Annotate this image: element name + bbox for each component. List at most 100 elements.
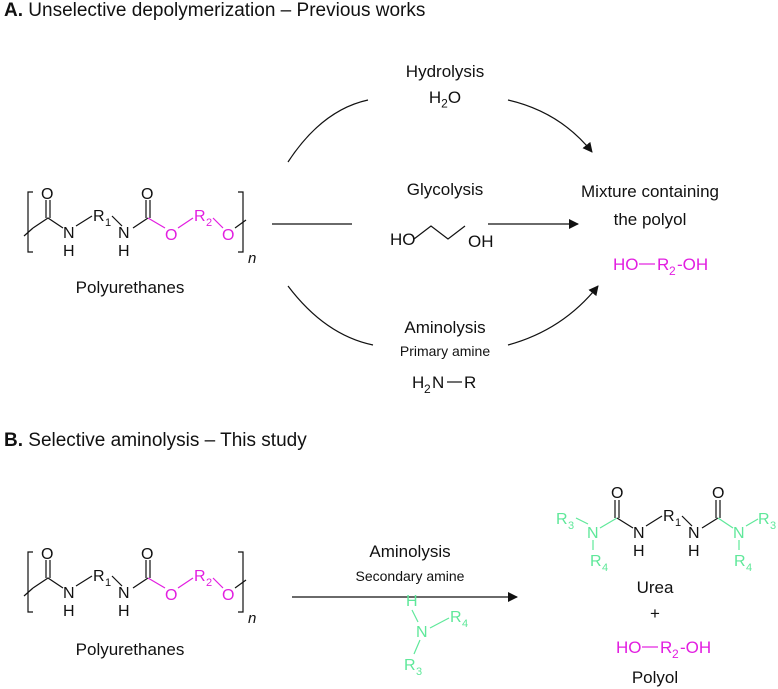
svg-text:H: H [63, 603, 75, 620]
section-b-heading: B. Selective aminolysis – This study [4, 430, 307, 452]
hydrolysis-reagent-o: O [447, 88, 462, 107]
svg-text:HO: HO [613, 255, 639, 274]
plus-label: + [650, 604, 660, 623]
hydrolysis-reagent-h: H [428, 88, 442, 107]
svg-text:R: R [404, 657, 416, 674]
polyurethane-structure-a: O N H R 1 N H O O R 2 O n [23, 186, 256, 267]
hydrolysis-reagent-sub: 2 [441, 96, 448, 111]
polyurethanes-label-a: Polyurethanes [75, 278, 185, 297]
svg-text:4: 4 [462, 618, 468, 630]
primary-amine-label: Primary amine [399, 343, 491, 359]
svg-text:4: 4 [746, 562, 752, 574]
secondary-amine-structure: H N R 4 R 3 [404, 593, 468, 678]
section-b-letter: B. [4, 430, 23, 451]
svg-text:H: H [412, 373, 424, 392]
svg-text:-OH: -OH [677, 255, 708, 274]
glycolysis-label: Glycolysis [406, 180, 484, 199]
svg-text:N: N [587, 525, 599, 542]
svg-text:R: R [194, 568, 206, 585]
svg-text:n: n [248, 250, 256, 267]
section-a-heading: A. Unselective depolymerization – Previo… [4, 0, 425, 22]
svg-text:R: R [93, 568, 105, 585]
svg-text:O: O [165, 587, 177, 604]
svg-text:N: N [63, 585, 75, 602]
svg-text:2: 2 [206, 217, 212, 229]
aminolysis-label: Aminolysis [404, 318, 486, 337]
svg-text:R: R [758, 511, 770, 528]
svg-text:O: O [222, 587, 234, 604]
svg-text:O: O [141, 186, 153, 203]
section-a-letter: A. [4, 0, 23, 21]
svg-text:R: R [556, 511, 568, 528]
svg-text:OH: OH [468, 232, 494, 251]
svg-text:2: 2 [424, 382, 431, 396]
svg-text:R: R [663, 508, 675, 525]
svg-text:2: 2 [669, 264, 676, 278]
svg-text:R: R [734, 553, 746, 570]
svg-text:O: O [712, 485, 724, 502]
primary-amine-structure: H 2 N R [412, 373, 476, 396]
section-a-title: Unselective depolymerization – Previous … [28, 0, 426, 21]
urea-label: Urea [636, 578, 674, 597]
ethylene-glycol-structure: HO OH [390, 225, 494, 251]
svg-text:HO: HO [390, 230, 416, 249]
svg-text:O: O [611, 485, 623, 502]
polyurethanes-label-b: Polyurethanes [75, 640, 185, 659]
hydrolysis-arc-arrow [507, 99, 593, 153]
svg-text:3: 3 [770, 520, 776, 532]
polyol-label: Polyol [631, 668, 679, 687]
svg-text:O: O [41, 546, 53, 563]
hydrolysis-arc-left [287, 99, 369, 163]
svg-text:R: R [450, 609, 462, 626]
svg-text:H: H [118, 243, 130, 260]
svg-text:O: O [165, 227, 177, 244]
aminolysis-arc-left [287, 285, 374, 346]
svg-text:R: R [660, 638, 672, 657]
svg-text:R: R [194, 208, 206, 225]
polyurethane-structure-b: O N H R 1 N H O O R 2 O n [23, 546, 256, 627]
svg-text:O: O [141, 546, 153, 563]
svg-text:H: H [406, 593, 418, 610]
aminolysis-arc-arrow [507, 285, 599, 346]
svg-text:R: R [93, 208, 105, 225]
urea-structure: R 3 N R 4 O N H R 1 N H O N R 3 R 4 [556, 485, 776, 574]
product-mixture-line2: the polyol [613, 210, 687, 229]
svg-text:N: N [688, 525, 700, 542]
svg-text:N: N [416, 624, 428, 641]
svg-text:H: H [63, 243, 75, 260]
svg-text:R: R [590, 553, 602, 570]
svg-text:N: N [633, 525, 645, 542]
svg-text:1: 1 [105, 217, 111, 229]
hydrolysis-label: Hydrolysis [405, 62, 485, 81]
svg-text:H: H [633, 543, 645, 560]
polyol-formula-b: HO R 2 -OH [616, 638, 711, 661]
svg-text:N: N [118, 225, 130, 242]
hydrolysis-reagent: H2O [415, 88, 475, 110]
svg-text:H: H [118, 603, 130, 620]
svg-text:n: n [248, 610, 256, 627]
svg-text:O: O [222, 227, 234, 244]
svg-text:HO: HO [616, 638, 642, 657]
svg-text:N: N [432, 373, 444, 392]
svg-text:2: 2 [672, 647, 679, 661]
svg-text:2: 2 [206, 577, 212, 589]
svg-text:R: R [464, 373, 476, 392]
svg-text:O: O [41, 186, 53, 203]
svg-text:R: R [657, 255, 669, 274]
secondary-amine-label: Secondary amine [355, 568, 465, 584]
svg-text:1: 1 [675, 517, 681, 529]
product-mixture-line1: Mixture containing [581, 182, 719, 201]
svg-text:N: N [63, 225, 75, 242]
section-b-title: Selective aminolysis – This study [28, 430, 307, 451]
svg-text:1: 1 [105, 577, 111, 589]
svg-text:3: 3 [568, 520, 574, 532]
svg-text:4: 4 [602, 562, 608, 574]
svg-text:N: N [118, 585, 130, 602]
polyol-formula-a: HO R 2 -OH [613, 255, 708, 278]
svg-text:3: 3 [416, 666, 422, 678]
svg-text:-OH: -OH [680, 638, 711, 657]
svg-text:N: N [733, 525, 745, 542]
svg-text:H: H [688, 543, 700, 560]
aminolysis-label-b: Aminolysis [369, 542, 451, 561]
